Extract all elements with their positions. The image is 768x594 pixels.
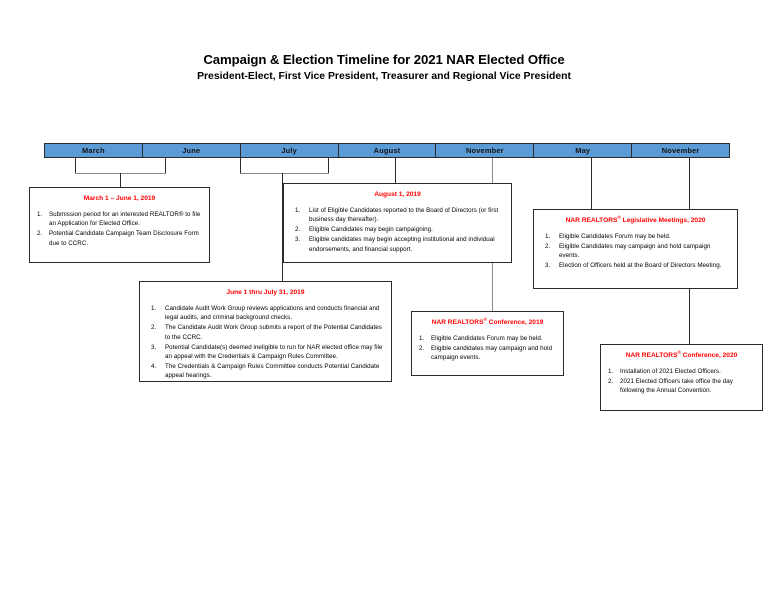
timeline-bar: March June July August November May Nove… xyxy=(44,143,730,158)
connector-june-span xyxy=(240,173,329,174)
connector-may-drop xyxy=(689,158,690,209)
list-item: 1. Submission period for an interested R… xyxy=(35,210,204,229)
list-item-text: Eligible Candidates may campaign and hol… xyxy=(559,242,711,260)
list-item-text: Potential Candidate Campaign Team Disclo… xyxy=(49,230,199,247)
list-item: 2. Eligible Candidates may campaign and … xyxy=(539,242,732,261)
box-title-prefix: NAR REALTORS xyxy=(431,319,484,326)
list-item: 3. Eligible candidates may begin accepti… xyxy=(289,235,506,254)
timeline-cell-august[interactable]: August xyxy=(338,144,437,157)
list-item-text: Eligible candidates may begin accepting … xyxy=(309,236,495,253)
list-item-number: 3. xyxy=(295,236,301,244)
list-item-number: 1. xyxy=(608,368,614,375)
list-item-text: Election of Officers held at the Board o… xyxy=(559,262,722,270)
list-item-number: 4. xyxy=(151,362,157,370)
list-item-number: 2. xyxy=(295,226,301,234)
list-item-number: 1. xyxy=(295,207,301,214)
connector-june-left xyxy=(240,158,241,174)
box-item-list: 1. Candidate Audit Work Group reviews ap… xyxy=(145,304,386,381)
list-item: 2. Eligible candidates may campaign and … xyxy=(417,344,558,363)
registered-trademark-icon: ® xyxy=(483,316,487,322)
list-item-number: 2. xyxy=(419,344,425,352)
list-item-text: 2021 Elected Officers take office the da… xyxy=(620,377,733,395)
box-title-suffix: Conference, 2019 xyxy=(486,319,544,326)
registered-trademark-icon: ® xyxy=(617,214,621,220)
list-item: 2. The Candidate Audit Work Group submit… xyxy=(145,323,386,342)
list-item-text: Candidate Audit Work Group reviews appli… xyxy=(165,305,380,322)
box-june-july-2019[interactable]: June 1 thru July 31, 2019 1. Candidate A… xyxy=(139,281,392,382)
list-item-text: Installation of 2021 Elected Officers. xyxy=(620,368,721,375)
list-item: 1. List of Eligible Candidates reported … xyxy=(289,206,506,225)
connector-june-drop xyxy=(282,173,283,281)
box-conference-2019[interactable]: NAR REALTORS® Conference, 2019 1. Eligib… xyxy=(411,311,564,376)
list-item-number: 2. xyxy=(37,230,43,238)
box-legislative-meetings-2020[interactable]: NAR REALTORS® Legislative Meetings, 2020… xyxy=(533,209,738,289)
list-item-text: Eligible Candidates may begin campaignin… xyxy=(309,226,433,234)
registered-trademark-icon: ® xyxy=(677,349,681,355)
list-item-number: 3. xyxy=(151,343,157,351)
timeline-cell-may[interactable]: May xyxy=(534,144,633,157)
list-item: 1. Eligible Candidates Forum may be held… xyxy=(539,232,732,241)
list-item-number: 1. xyxy=(419,335,425,342)
list-item: 1. Eligible Candidates Forum may be held… xyxy=(417,334,558,343)
box-title: March 1 – June 1, 2019 xyxy=(83,195,156,202)
list-item: 1. Candidate Audit Work Group reviews ap… xyxy=(145,304,386,323)
box-item-list: 1. Installation of 2021 Elected Officers… xyxy=(606,367,757,396)
list-item-number: 1. xyxy=(37,211,43,218)
connector-june-right xyxy=(328,158,329,174)
page-subtitle: President-Elect, First Vice President, T… xyxy=(197,71,571,82)
box-march-june-2019[interactable]: March 1 – June 1, 2019 1. Submission per… xyxy=(29,187,210,263)
box-conference-2020[interactable]: NAR REALTORS® Conference, 2020 1. Instal… xyxy=(600,344,763,411)
box-title-prefix: NAR REALTORS xyxy=(625,352,678,359)
list-item-number: 2. xyxy=(151,324,157,332)
box-title-suffix: Legislative Meetings, 2020 xyxy=(620,217,706,224)
list-item: 2. Eligible Candidates may begin campaig… xyxy=(289,225,506,234)
box-title: June 1 thru July 31, 2019 xyxy=(226,289,305,296)
timeline-cell-june[interactable]: June xyxy=(142,144,241,157)
list-item-number: 2. xyxy=(545,242,551,250)
box-title-prefix: NAR REALTORS xyxy=(565,217,618,224)
box-august-2019[interactable]: August 1, 2019 1. List of Eligible Candi… xyxy=(283,183,512,263)
page-title: Campaign & Election Timeline for 2021 NA… xyxy=(203,52,565,67)
connector-july-drop xyxy=(395,158,396,183)
list-item: 3. Election of Officers held at the Boar… xyxy=(539,261,732,270)
timeline-cell-march[interactable]: March xyxy=(45,144,143,157)
list-item-text: Submission period for an interested REAL… xyxy=(49,211,201,228)
timeline-cell-july[interactable]: July xyxy=(240,144,339,157)
list-item: 4. The Credentials & Campaign Rules Comm… xyxy=(145,362,386,381)
list-item-text: The Credentials & Campaign Rules Committ… xyxy=(165,362,380,380)
box-item-list: 1. Submission period for an interested R… xyxy=(35,210,204,248)
box-item-list: 1. Eligible Candidates Forum may be held… xyxy=(417,334,558,363)
connector-march-left xyxy=(75,158,76,174)
list-item-text: Eligible Candidates Forum may be held. xyxy=(559,233,671,240)
title-block: Campaign & Election Timeline for 2021 NA… xyxy=(0,52,768,84)
timeline-cell-november-2[interactable]: November xyxy=(632,144,730,157)
box-title: NAR REALTORS® Conference, 2020 xyxy=(606,349,757,360)
list-item-text: The Candidate Audit Work Group submits a… xyxy=(165,324,382,341)
list-item: 2. 2021 Elected Officers take office the… xyxy=(606,377,757,396)
connector-conference-2020-drop xyxy=(689,289,690,344)
list-item: 1. Installation of 2021 Elected Officers… xyxy=(606,367,757,376)
list-item-text: Eligible Candidates Forum may be held. xyxy=(431,335,543,342)
box-title: August 1, 2019 xyxy=(374,191,421,198)
connector-march-right xyxy=(165,158,166,174)
list-item-text: List of Eligible Candidates reported to … xyxy=(309,207,499,224)
connector-november-1-drop xyxy=(591,158,592,209)
list-item: 3. Potential Candidate(s) deemed ineligi… xyxy=(145,343,386,362)
box-title: NAR REALTORS® Conference, 2019 xyxy=(417,316,558,327)
timeline-cell-november-1[interactable]: November xyxy=(436,144,535,157)
box-title-suffix: Conference, 2020 xyxy=(680,352,738,359)
box-item-list: 1. Eligible Candidates Forum may be held… xyxy=(539,232,732,271)
list-item-number: 1. xyxy=(545,233,551,240)
list-item-text: Eligible candidates may campaign and hol… xyxy=(431,344,553,362)
box-item-list: 1. List of Eligible Candidates reported … xyxy=(289,206,506,254)
list-item-number: 1. xyxy=(151,305,157,312)
list-item: 2. Potential Candidate Campaign Team Dis… xyxy=(35,229,204,248)
list-item-number: 3. xyxy=(545,262,551,270)
box-title: NAR REALTORS® Legislative Meetings, 2020 xyxy=(539,214,732,225)
list-item-text: Potential Candidate(s) deemed ineligible… xyxy=(165,343,383,361)
connector-march-drop xyxy=(120,173,121,187)
list-item-number: 2. xyxy=(608,377,614,385)
